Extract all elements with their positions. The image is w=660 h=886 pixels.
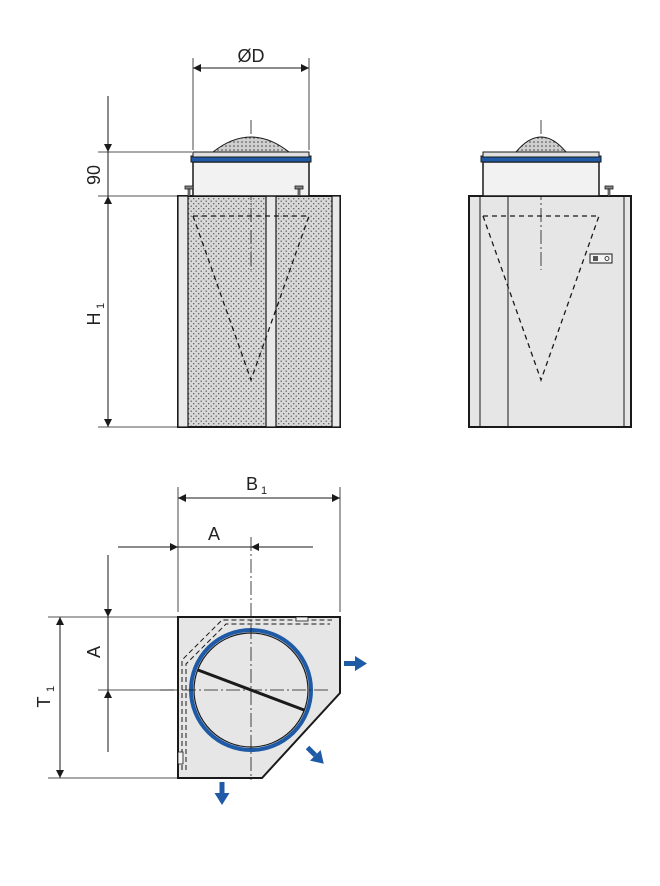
b1-subscript: 1 [261, 485, 267, 497]
t1-subscript: 1 [45, 686, 57, 692]
side-collar [482, 161, 600, 197]
front-view: ØD 90 H 1 [84, 46, 341, 428]
front-screw-left [184, 185, 194, 197]
a-vertical-label: A [84, 646, 104, 658]
h1-label: H [84, 313, 104, 326]
side-connector [589, 253, 613, 264]
front-collar [192, 161, 310, 197]
outflow-arrow-right [344, 656, 367, 671]
side-body [468, 195, 632, 428]
top-hidden-edge-2 [185, 623, 330, 770]
outflow-arrow-diagonal [305, 745, 324, 764]
front-flange [192, 151, 310, 158]
front-dome [211, 136, 291, 153]
h1-subscript: 1 [95, 303, 107, 309]
front-body [177, 195, 341, 428]
outflow-arrow-down [214, 782, 230, 805]
front-right-rail [331, 195, 341, 428]
top-view: B 1 A A T 1 [34, 474, 367, 805]
damper-blade [197, 668, 305, 712]
t1-label: T [34, 697, 54, 708]
a-horizontal-label: A [208, 524, 220, 544]
top-hidden-edge-1 [181, 619, 332, 770]
side-screw [604, 185, 614, 197]
diameter-label: ØD [238, 46, 265, 66]
front-left-rail [177, 195, 189, 428]
front-center-rail [265, 195, 277, 428]
b1-label: B [246, 474, 258, 494]
side-dome [514, 136, 568, 153]
front-screw-right [294, 185, 304, 197]
side-view [468, 120, 632, 428]
height-90-label: 90 [84, 165, 104, 185]
